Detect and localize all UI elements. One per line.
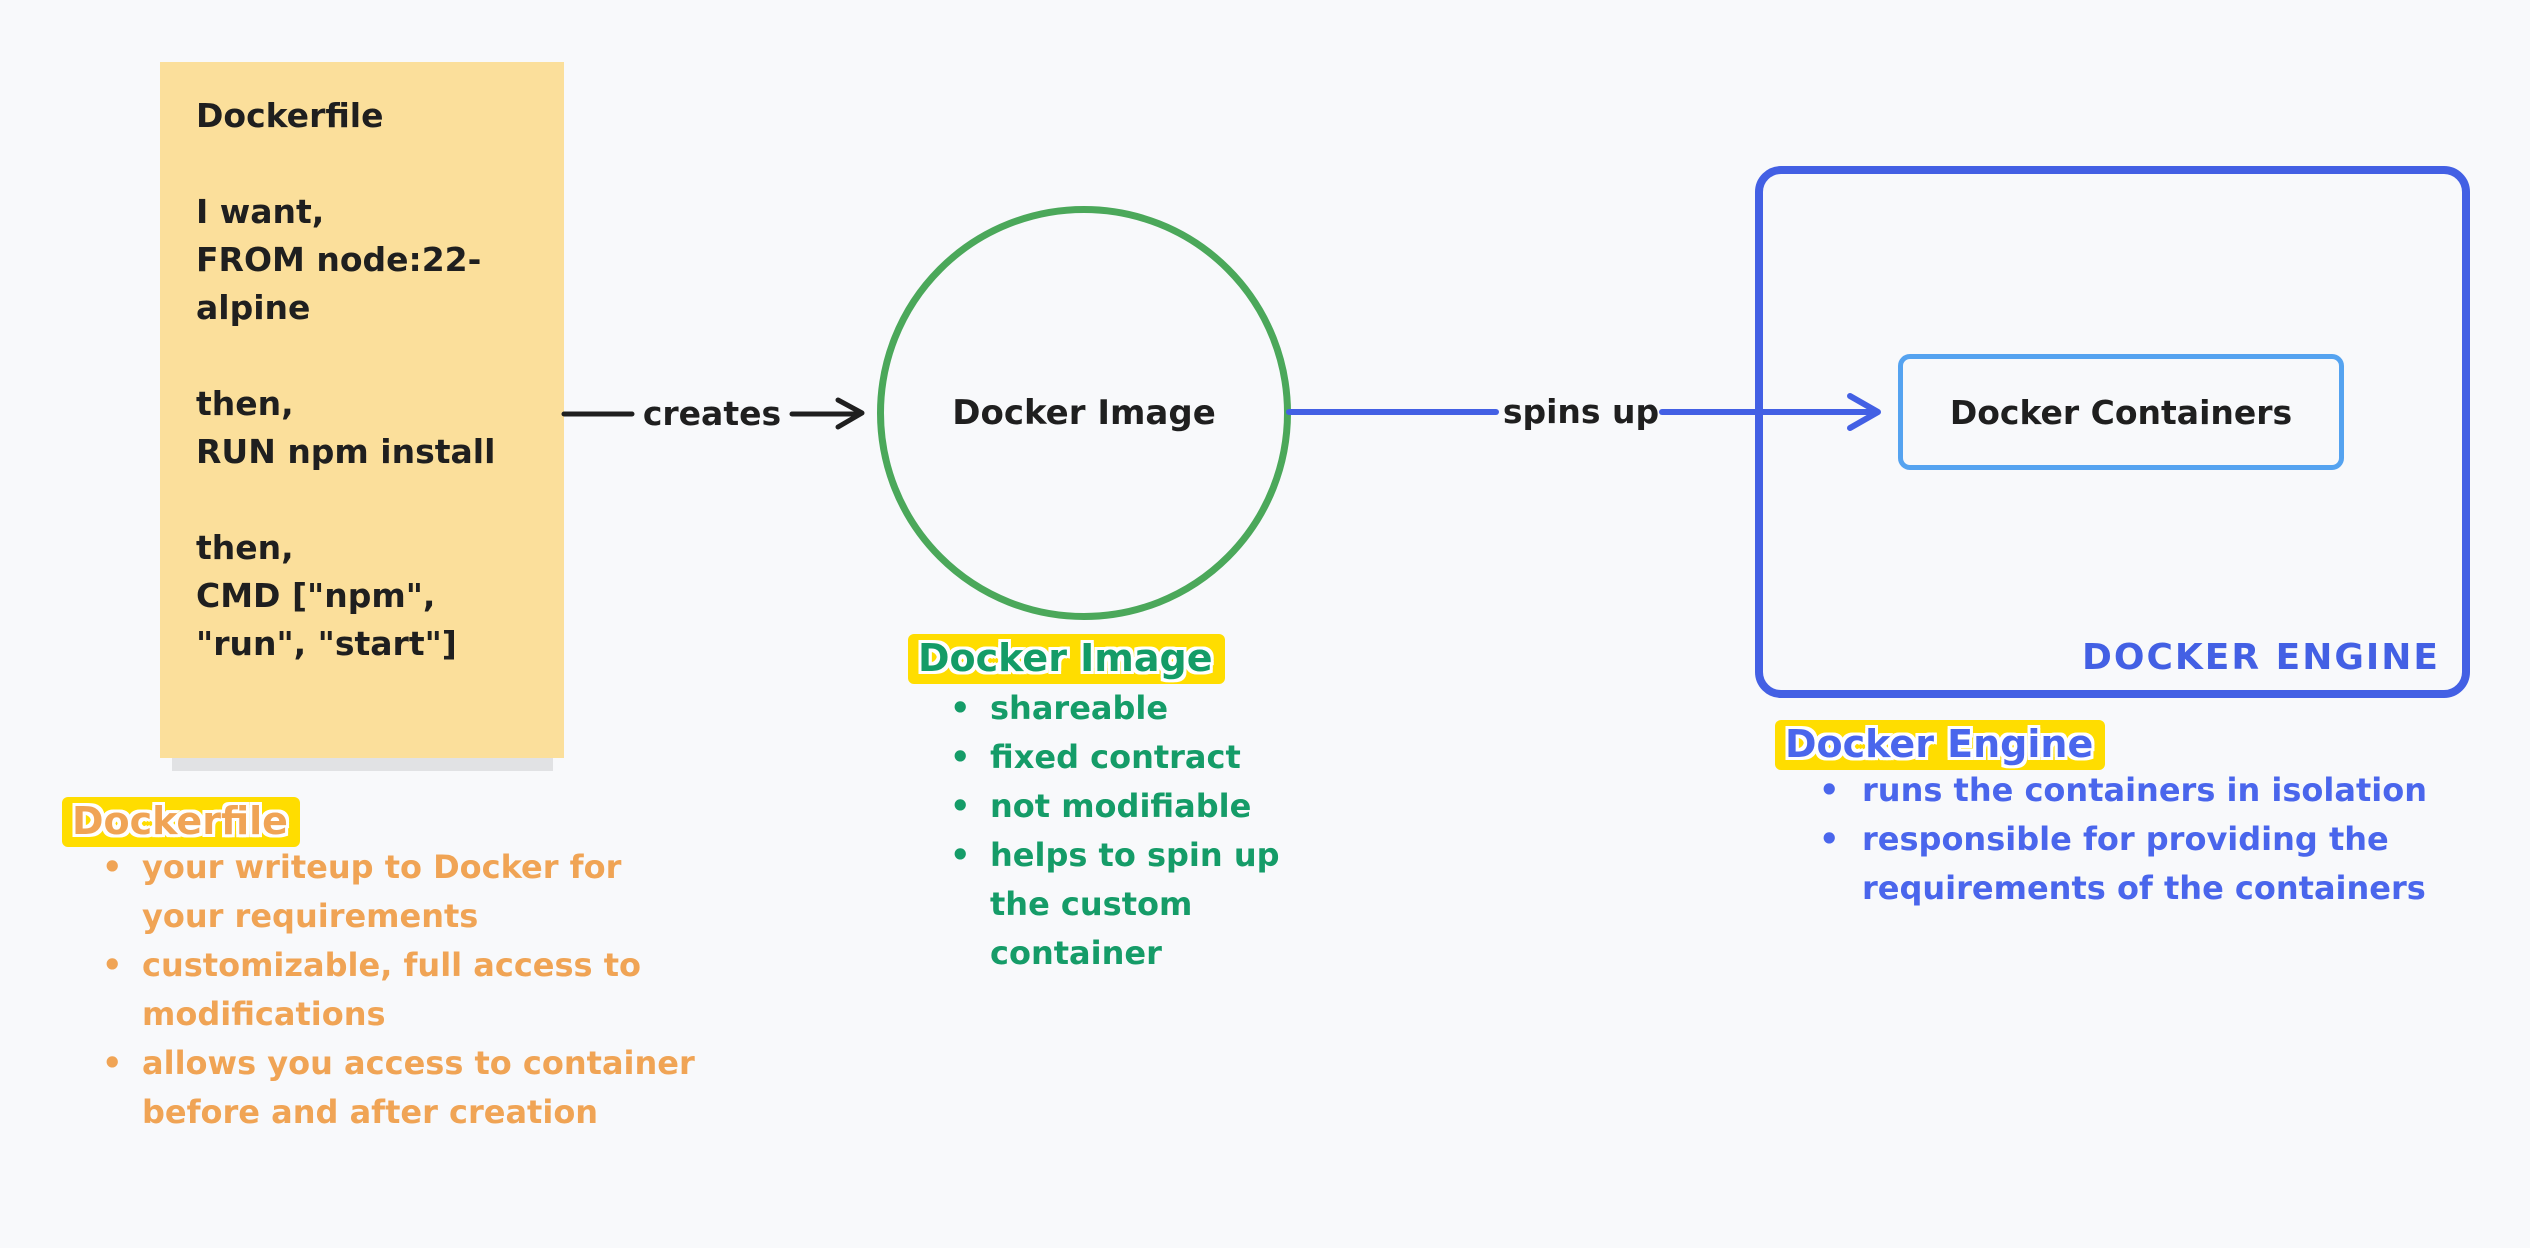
- docker-engine-box[interactable]: Docker Containers DOCKER ENGINE: [1755, 166, 2470, 698]
- spins-up-arrow-label: spins up: [1502, 392, 1660, 431]
- creates-arrow-label: creates: [642, 394, 782, 433]
- docker-containers-label: Docker Containers: [1949, 392, 2293, 432]
- list-item: not modifiable: [944, 782, 1284, 831]
- docker-image-circle[interactable]: Docker Image: [877, 206, 1291, 620]
- list-item: helps to spin up the custom container: [944, 831, 1284, 978]
- list-item: your writeup to Docker for your requirem…: [96, 843, 776, 941]
- dockerfile-notes-list: your writeup to Docker for your requirem…: [96, 843, 776, 1137]
- docker-image-section-title[interactable]: Docker Image: [908, 634, 1225, 684]
- dockerfile-note-text: Dockerfile I want, FROM node:22- alpine …: [196, 96, 496, 663]
- list-item: customizable, full access to modificatio…: [96, 941, 776, 1039]
- list-item: shareable: [944, 684, 1284, 733]
- list-item: allows you access to container before an…: [96, 1039, 776, 1137]
- docker-containers-box[interactable]: Docker Containers: [1898, 354, 2344, 470]
- docker-image-notes-list: shareablefixed contractnot modifiablehel…: [944, 684, 1284, 978]
- docker-image-circle-label: Docker Image: [952, 393, 1216, 433]
- list-item: responsible for providing the requiremen…: [1813, 815, 2503, 913]
- dockerfile-section-title[interactable]: Dockerfile: [62, 797, 300, 847]
- list-item: runs the containers in isolation: [1813, 766, 2503, 815]
- list-item: fixed contract: [944, 733, 1284, 782]
- docker-engine-section-title[interactable]: Docker Engine: [1775, 720, 2106, 770]
- docker-engine-notes-list: runs the containers in isolationresponsi…: [1813, 766, 2503, 913]
- docker-engine-corner-label: DOCKER ENGINE: [2081, 637, 2440, 678]
- dockerfile-sticky-note[interactable]: Dockerfile I want, FROM node:22- alpine …: [160, 62, 564, 758]
